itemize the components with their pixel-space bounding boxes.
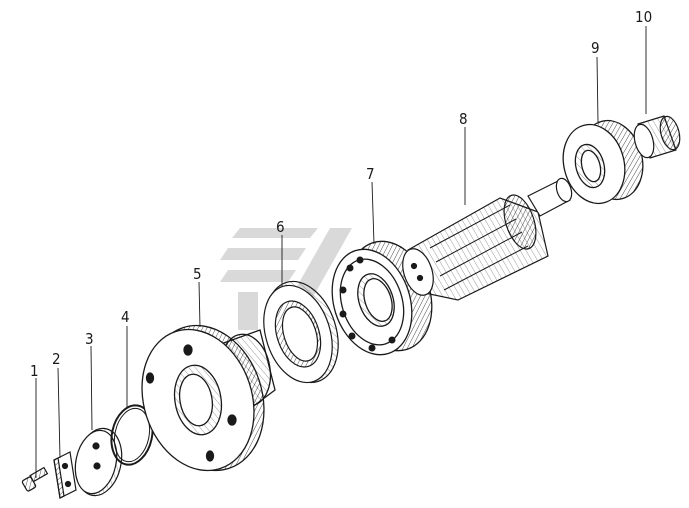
callout-6: 6 bbox=[276, 218, 285, 236]
callout-9: 9 bbox=[591, 39, 600, 57]
part-2-lock-plate bbox=[53, 451, 77, 499]
part-4-o-ring bbox=[110, 404, 154, 466]
leader-lines bbox=[35, 26, 647, 478]
part-9-coupling-ring bbox=[562, 119, 644, 205]
part-8-splined-shaft bbox=[402, 177, 573, 301]
callout-4: 4 bbox=[121, 308, 130, 326]
callout-3: 3 bbox=[85, 330, 94, 348]
part-3-end-plate bbox=[74, 427, 123, 497]
callout-5: 5 bbox=[193, 265, 202, 283]
part-6-oil-seal bbox=[263, 280, 339, 384]
leader-2 bbox=[57, 367, 61, 459]
callout-1: 1 bbox=[30, 362, 39, 380]
part-10-needle-bearing bbox=[633, 115, 681, 159]
callout-2: 2 bbox=[52, 350, 61, 368]
part-5-flange bbox=[141, 324, 276, 472]
leader-5 bbox=[198, 281, 201, 328]
leader-3 bbox=[90, 345, 93, 431]
callout-7: 7 bbox=[366, 165, 375, 183]
leader-7 bbox=[371, 181, 375, 245]
callout-8: 8 bbox=[459, 110, 468, 128]
leader-9 bbox=[596, 56, 599, 123]
callout-labels: 1 2 3 4 5 6 7 8 9 10 bbox=[30, 8, 652, 380]
part-1-bolt bbox=[21, 466, 49, 492]
callout-10: 10 bbox=[635, 8, 652, 26]
